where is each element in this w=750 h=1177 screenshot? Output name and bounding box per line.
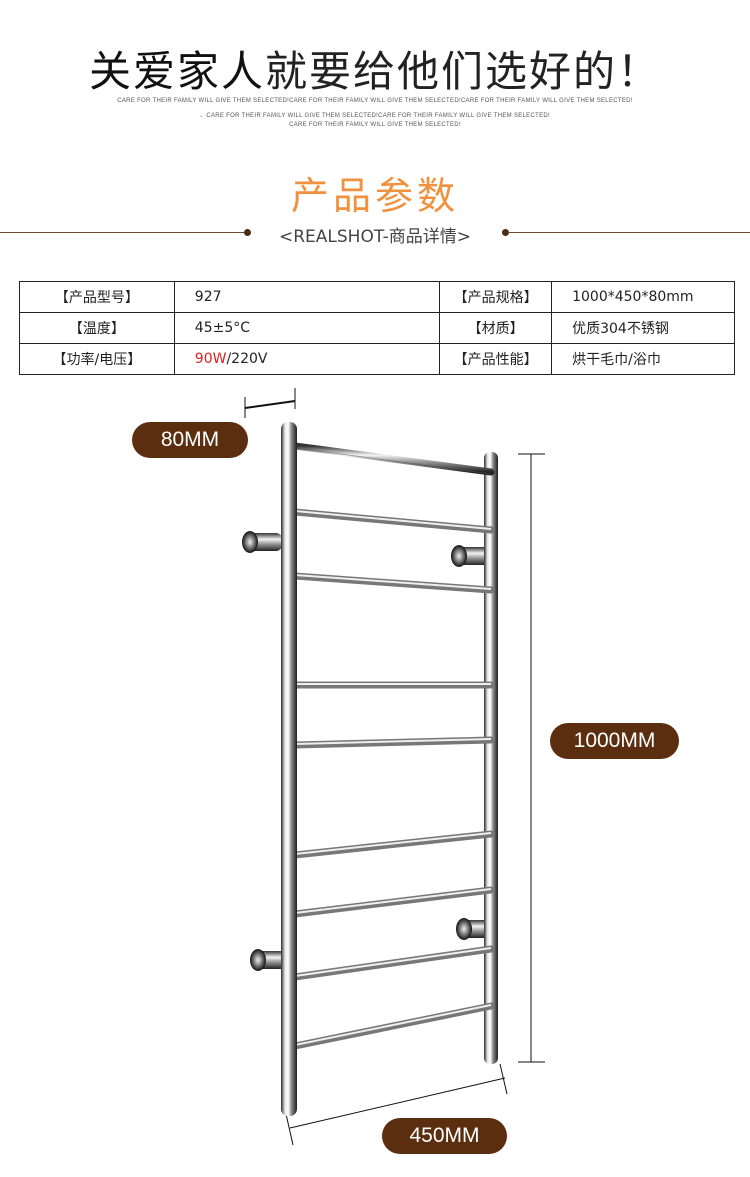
headline-bold: 关爱家人 [88,47,265,96]
power-wattage: 90W [194,351,227,367]
param-value-spec: 1000*450*80mm [551,281,735,313]
headline: 关爱家人就要给他们选好的！ [0,38,750,99]
width-tick-left [285,1113,294,1146]
param-value-power: 90W/220V [173,343,441,375]
height-label: 1000MM [550,723,679,759]
divider-dot-right [502,229,509,236]
param-value-function: 烘干毛巾/浴巾 [551,343,735,375]
divider-dot-left [244,229,251,236]
wall-mount-icon [250,949,286,971]
depth-label: 80MM [132,422,248,458]
width-label: 450MM [382,1118,507,1154]
tagline-line-1: CARE FOR THEIR FAMILY WILL GIVE THEM SEL… [117,98,633,104]
divider-left [0,232,248,233]
param-key-spec: 【产品规格】 [439,281,553,313]
power-voltage: /220V [226,351,268,367]
params-table: 【产品型号】 927 【产品规格】 1000*450*80mm 【温度】 45±… [19,281,735,375]
table-row: 【功率/电压】 90W/220V 【产品性能】 烘干毛巾/浴巾 [19,343,735,375]
headline-light: 就要给他们选好的！ [265,47,662,96]
param-value-temperature: 45±5°C [173,312,441,344]
param-key-function: 【产品性能】 [439,343,553,375]
tagline-line-3: CARE FOR THEIR FAMILY WILL GIVE THEM SEL… [289,122,461,128]
divider-right [508,232,750,233]
param-key-power: 【功率/电压】 [19,343,175,375]
rack-left-rail [281,422,297,1116]
rack-right-rail [484,452,498,1064]
depth-dimension-line [244,400,296,409]
tagline-line-2: 、CARE FOR THEIR FAMILY WILL GIVE THEM SE… [200,113,550,119]
wall-mount-icon [242,531,282,553]
section-subtitle: <REALSHOT-商品详情> [278,227,472,247]
width-tick-right [499,1063,508,1095]
section-title: 产品参数 [290,174,459,218]
width-dimension-line [289,1077,506,1129]
param-value-material: 优质304不锈钢 [551,312,735,344]
param-key-material: 【材质】 [439,312,553,344]
param-value-model: 927 [173,281,441,313]
rack-bars [291,442,495,1050]
wall-mount-icon [451,545,491,567]
